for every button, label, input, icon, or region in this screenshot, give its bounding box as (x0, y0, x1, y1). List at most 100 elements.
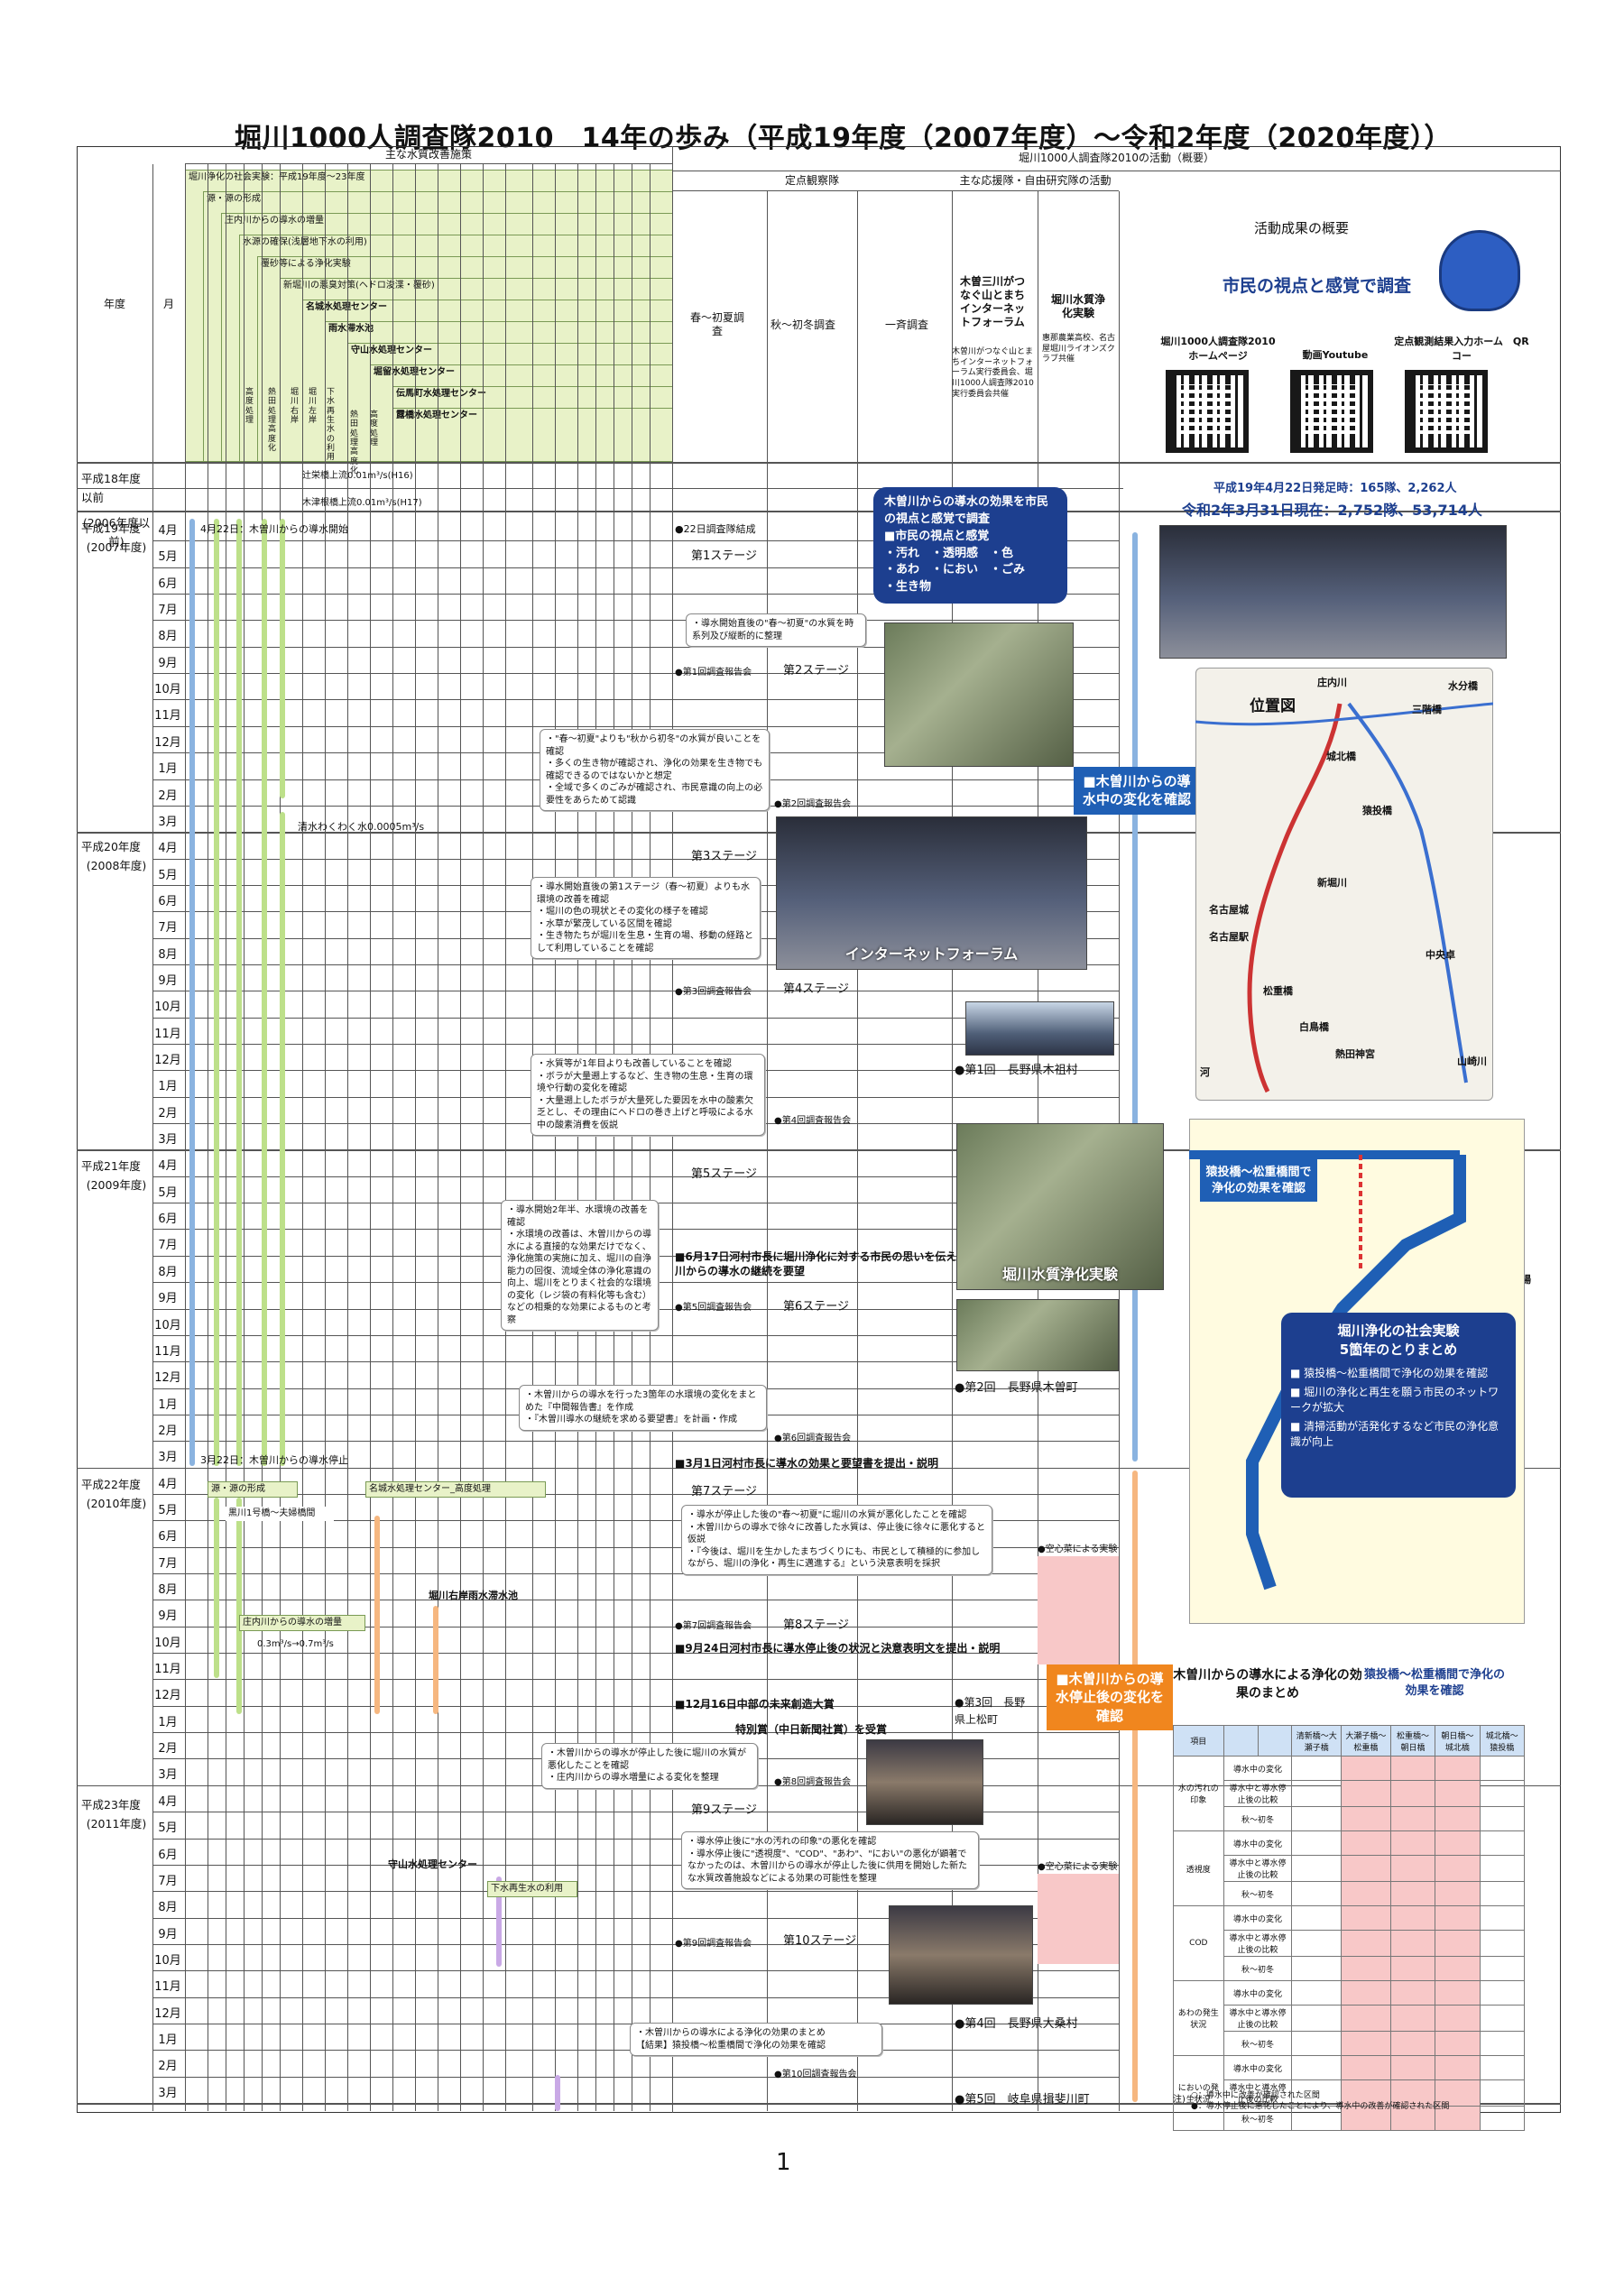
month-label: 1月 (158, 762, 178, 777)
event-kawamura2: ■3月1日河村市長に導水の効果と要望書を提出・説明 (675, 1457, 939, 1470)
table-header: 松重橋〜朝日橋 (1389, 1725, 1436, 1757)
month-label: 12月 (154, 2006, 181, 2021)
month-label: 7月 (158, 1556, 178, 1571)
photo-experiment: 堀川水質浄化実験 (956, 1123, 1164, 1290)
page-title: 堀川1000人調査隊2010 14年の歩み（平成19年度（2007年度）〜令和2… (235, 123, 1452, 154)
table-header: 城北橋〜猿投橋 (1479, 1725, 1526, 1757)
grid-line (857, 191, 858, 2111)
table-row: 導水中と導水停止後の比較 (1174, 2005, 1526, 2032)
stage: 第1ステージ (691, 549, 758, 563)
month-label: 3月 (158, 1133, 178, 1148)
h23-bar: 守山水処理センター (388, 1858, 477, 1870)
grid-line (152, 699, 1119, 701)
table-header: 朝日橋〜城北橋 (1435, 1725, 1481, 1757)
lifeline (1132, 1471, 1138, 2102)
table-cell (1341, 1830, 1391, 1856)
grid-line (370, 164, 371, 2111)
month-label: 7月 (158, 604, 178, 618)
table-cell (1389, 1881, 1436, 1906)
event-award: ■12月16日中部の未来創造大賞 (675, 1698, 835, 1710)
grid-line (152, 1679, 1119, 1681)
grid-line (152, 858, 1119, 860)
table-item: 水の汚れの印象 (1173, 1756, 1224, 1831)
table-cell (1341, 2031, 1391, 2056)
table-cell (1389, 2106, 1436, 2131)
table-cell (1479, 1956, 1526, 1981)
table-cell (1435, 1980, 1481, 2006)
grid-line (77, 1467, 1561, 1470)
month-label: 11月 (154, 709, 181, 724)
event-kawamura3: ■9月24日河村市長に導水停止後の状況と決意表明文を提出・説明 (675, 1642, 1001, 1655)
grid-line (152, 1493, 1119, 1495)
measure-bar-label: 庄内川からの導水の増量 (225, 216, 324, 226)
month-label: 10月 (154, 1318, 181, 1332)
month-label: 2月 (158, 1106, 178, 1120)
table-item: あわの発生状況 (1173, 1980, 1224, 2056)
grid-line (77, 2103, 1561, 2105)
grid-line (555, 164, 556, 2111)
effect-table: 項目清新橋〜大瀬子橋大瀬子橋〜松重橋松重橋〜朝日橋朝日橋〜城北橋城北橋〜猿投橋水… (1173, 1725, 1526, 2131)
forum-event: ●第2回 長野県木曽町 (955, 1381, 1078, 1395)
grid-line (77, 488, 1123, 489)
table-cell (1291, 1855, 1343, 1882)
grid-line (152, 1546, 1119, 1548)
table-row: 秋〜初冬 (1174, 2106, 1526, 2131)
lifeline (214, 1498, 219, 1678)
grid-line (152, 1017, 1119, 1019)
qr1-label: 堀川1000人調査隊2010ホームページ (1160, 336, 1276, 362)
report-meeting: ●第3回調査報告会 (675, 987, 752, 997)
table-item: においの発生状況 (1173, 2055, 1224, 2131)
lifeline (374, 1516, 380, 1714)
month-label: 1月 (158, 1397, 178, 1412)
grid-line (152, 964, 1119, 965)
table-cell (1479, 1780, 1526, 1807)
table-cell (1389, 1855, 1436, 1882)
month-label: 12月 (154, 1371, 181, 1386)
report-meeting: ●第6回調査報告会 (774, 1434, 852, 1443)
year-sub: (2007年度) (86, 540, 147, 555)
table-cell (1389, 1830, 1436, 1856)
table-cell (1291, 1980, 1343, 2006)
table-cell (1291, 1956, 1343, 1981)
grid-line (505, 164, 506, 2111)
qr-code-icon[interactable] (1166, 370, 1249, 453)
header-experiment-note: 惠那農業高校、名古屋堀川ライオンズクラブ共催 (1042, 334, 1116, 364)
table-row: においの発生状況導水中の変化 (1173, 2055, 1526, 2131)
measure-bar-label: 堀留水処理センター (374, 367, 455, 377)
table-cell (1291, 1830, 1343, 1856)
qr-code-icon[interactable] (1405, 370, 1488, 453)
table-cell (1341, 2055, 1391, 2080)
grid-line (244, 164, 245, 2111)
grid-line (415, 164, 416, 2111)
table-sub: 導水中の変化 (1223, 1905, 1293, 1931)
grid-line (152, 673, 1119, 675)
measure-col-label: 堀川右岸 (291, 388, 300, 426)
table-cell (1435, 1806, 1481, 1831)
grid-line (152, 1176, 1119, 1177)
map-label: 庄内川 (1317, 677, 1347, 688)
qr-code-icon[interactable] (1290, 370, 1373, 453)
table-cell (1479, 2079, 1526, 2107)
stats-current: 令和2年3月31日現在：2,752隊、53,714人 (1182, 502, 1482, 519)
map-label: 名古屋駅 (1209, 931, 1249, 943)
photo-award (866, 1739, 983, 1825)
month-label: 9月 (158, 1292, 178, 1306)
table-cell (1291, 2055, 1343, 2080)
month-label: 9月 (158, 1927, 178, 1941)
stage: 第5ステージ (691, 1167, 758, 1181)
orange-callout: ■木曽川からの導水停止後の変化を確認 (1047, 1664, 1173, 1730)
timeline-frame (77, 146, 1561, 2113)
lifeline (236, 1498, 242, 1714)
month-label: 9月 (158, 973, 178, 988)
table-sub: 導水中と導水停止後の比較 (1223, 2005, 1293, 2032)
header-nendo: 年度 (103, 297, 125, 310)
h22-bar: 名城水処理センター_高度処理 (365, 1481, 546, 1498)
event-award2: 特別賞（中日新聞社賞）を受賞 (735, 1723, 888, 1736)
year-label: 平成23年度(2011年度) (81, 1795, 152, 1834)
table-cell (1341, 1905, 1391, 1931)
table-cell (1291, 2031, 1343, 2056)
grid-line (152, 1891, 1119, 1893)
measure-col-label: 熱田処理高度化 (268, 388, 277, 454)
photo-caption: インターネットフォーラム (844, 945, 1019, 963)
month-label: 10月 (154, 1953, 181, 1968)
